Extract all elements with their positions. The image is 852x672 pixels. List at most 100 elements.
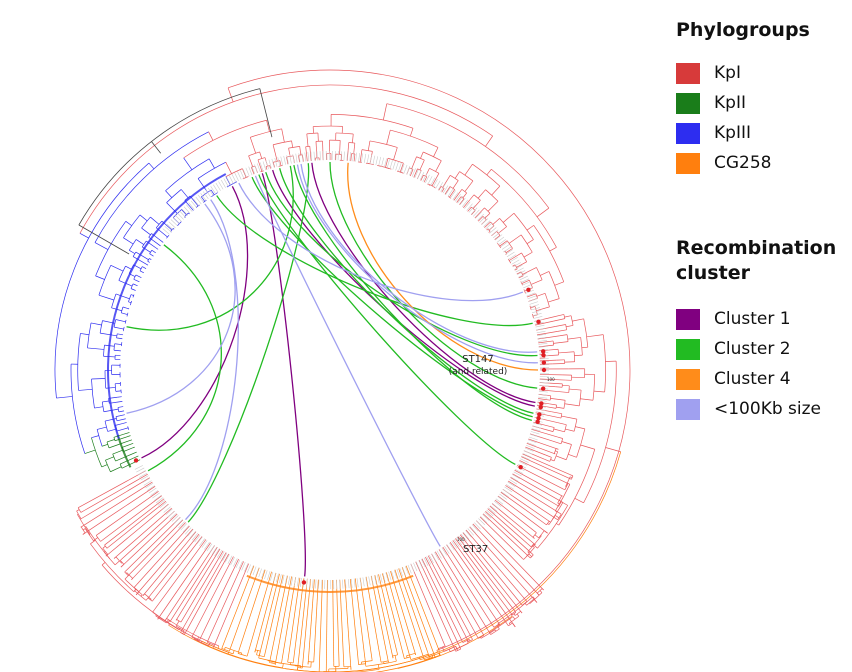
legend-swatch-small [676,398,700,420]
branch-radial [419,159,425,171]
leaf-branch [525,446,547,456]
branch-radial [569,388,582,391]
branch-radial [206,636,210,643]
branch-radial [561,441,572,445]
leaf-tick [195,196,202,205]
branch-radial [502,212,515,223]
leaf-tick [529,433,539,438]
leaf-tick [510,476,519,482]
branch-radial [543,522,547,526]
leaf-tick [530,431,540,435]
leaf-tick [283,155,286,165]
leaf-branch [431,553,478,636]
branch-radial [91,378,106,380]
leaf-tick [230,556,235,566]
leaf-tick [520,458,529,463]
branch-arc [77,333,81,391]
branch-arc [357,161,362,163]
branch-arc [201,189,212,198]
branch-radial [78,504,83,508]
leaf-tick [426,556,432,565]
branch-radial [121,464,129,469]
branch-radial [549,247,557,252]
st37-label: ST37 [463,544,488,555]
branch-radial [232,650,235,654]
branch-radial [95,533,99,536]
leaf-branch [485,511,532,554]
branch-arc [130,283,134,289]
branch-radial [251,167,255,174]
branch-radial [210,189,215,195]
leaf-tick [346,151,348,161]
leaf-tick [145,482,154,489]
leaf-branch [452,540,516,628]
recombination-link [147,244,222,472]
branch-radial [91,435,99,439]
recombination-link [300,163,538,353]
leaf-tick [270,571,274,581]
support-value-st37: 100 [457,537,465,542]
branch-radial [459,198,465,205]
leaf-tick [425,174,430,184]
branch-arc [119,463,123,469]
branch-radial [455,646,458,651]
leaf-branch [133,455,139,459]
leaf-branch [313,579,319,662]
branch-radial [554,281,564,286]
branch-radial [469,194,475,200]
branch-radial [142,266,147,269]
branch-radial [555,324,566,327]
branch-radial [258,655,260,659]
leaf-tick [525,289,535,294]
branch-radial [467,206,472,212]
leaf-tick [466,203,473,211]
leaf-tick [296,577,299,587]
leaf-branch [405,565,440,651]
branch-radial [110,466,122,473]
branch-radial [565,482,569,484]
leaf-tick [531,307,540,311]
node-mark [133,458,139,463]
node-mark [541,360,547,365]
leaf-tick [538,346,548,348]
leaf-tick [309,579,311,589]
legend-item-cg258: CG258 [676,148,810,178]
branch-radial [466,640,469,644]
branch-radial [242,168,247,178]
branch-radial [135,239,144,245]
leaf-tick [419,172,425,181]
branch-radial [122,306,130,310]
leaf-tick [407,564,412,574]
leaf-tick [142,477,151,484]
leaf-tick [182,525,190,533]
branch-arc [513,213,534,240]
branch-arc [440,186,445,189]
leaf-tick [200,193,207,201]
branch-radial [486,228,489,231]
branch-arc [473,194,481,201]
branch-radial [114,343,122,345]
leaf-tick [533,315,543,319]
branch-radial [225,176,231,186]
leaf-branch [120,510,175,561]
branch-radial [124,571,126,573]
branch-radial [441,188,445,193]
leaf-tick [259,162,264,172]
branch-radial [339,140,341,155]
leaf-branch [192,556,234,635]
leaf-tick [502,489,511,495]
leaf-tick [532,425,542,429]
leaf-tick [528,436,538,441]
branch-radial [146,240,156,248]
branch-arc [180,632,185,636]
leaf-tick [289,154,292,164]
branch-radial [536,207,550,218]
leaf-tick [224,554,230,563]
branch-arc [117,407,120,412]
branch-radial [125,221,132,226]
branch-radial [399,162,404,173]
leaf-tick [219,551,225,560]
branch-arc [193,638,209,647]
leaf-branch [158,238,164,243]
leaf-tick [460,533,467,542]
